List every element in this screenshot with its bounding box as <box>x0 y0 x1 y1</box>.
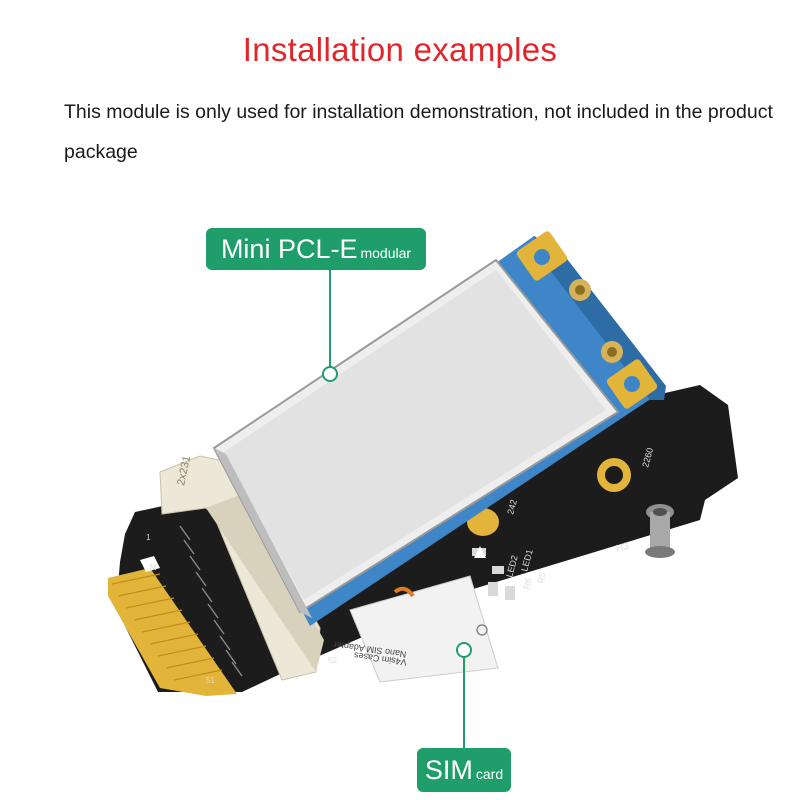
silk-r5: R5 <box>535 571 548 585</box>
sim-label-suffix: card <box>475 766 504 782</box>
silk-2242: 242 <box>505 498 519 515</box>
antenna-connectors <box>569 279 623 363</box>
gold-finger-stripes <box>111 573 223 681</box>
arrow-marking <box>474 546 486 558</box>
standoff-screw <box>645 504 675 558</box>
page-title: Installation examples <box>242 31 558 68</box>
silk-pin-52: 52 <box>328 656 337 665</box>
description-text: This module is only used for installatio… <box>64 101 773 163</box>
mini-pcie-module <box>212 231 666 626</box>
silk-pin-1: 1 <box>146 533 151 542</box>
silk-pin-51: 51 <box>206 676 215 685</box>
module-pointer-dot <box>322 366 338 382</box>
sim-pointer-dot <box>456 642 472 658</box>
module-gold-tabs <box>516 231 658 409</box>
module-label-main: Mini PCL-E <box>220 234 358 264</box>
module-label-suffix: modular <box>360 245 412 261</box>
silk-h3: H3 <box>615 541 631 555</box>
silk-r6: R6 <box>521 577 534 591</box>
sim-leader-line <box>463 650 465 748</box>
sim-label-main: SIM <box>424 755 473 785</box>
mini-pcie-slot: 2x231 <box>159 455 324 681</box>
m2-gold-fingers <box>108 568 237 696</box>
m2-key-notch <box>140 556 160 572</box>
silk-pin-m: M <box>150 563 157 572</box>
module-leader-line <box>329 270 331 373</box>
